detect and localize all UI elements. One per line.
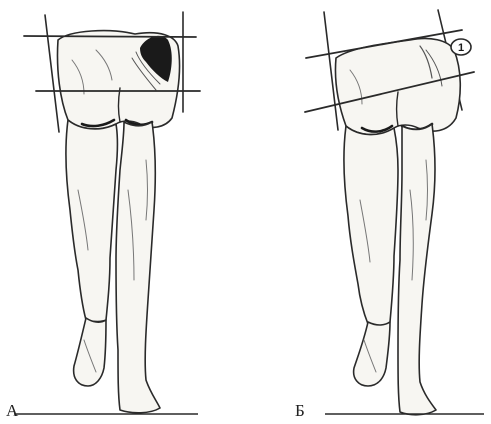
panel-a-left-leg [66, 120, 118, 322]
panel-a-left-foot [74, 318, 106, 386]
marker-1: 1 [451, 39, 471, 55]
panel-b-label: Б [295, 402, 305, 419]
panel-a-label: А [6, 402, 18, 419]
marker-1-text: 1 [458, 42, 464, 54]
panel-b-figure [305, 10, 474, 415]
panel-b-left-foot [354, 322, 390, 386]
panel-a-figure [24, 12, 200, 413]
panel-b-left-leg [344, 126, 398, 325]
panel-a-right-leg [116, 122, 160, 413]
panel-a-upper-line [24, 36, 196, 37]
panel-b-right-leg [398, 124, 436, 415]
panel-a-frame-left [45, 15, 59, 132]
